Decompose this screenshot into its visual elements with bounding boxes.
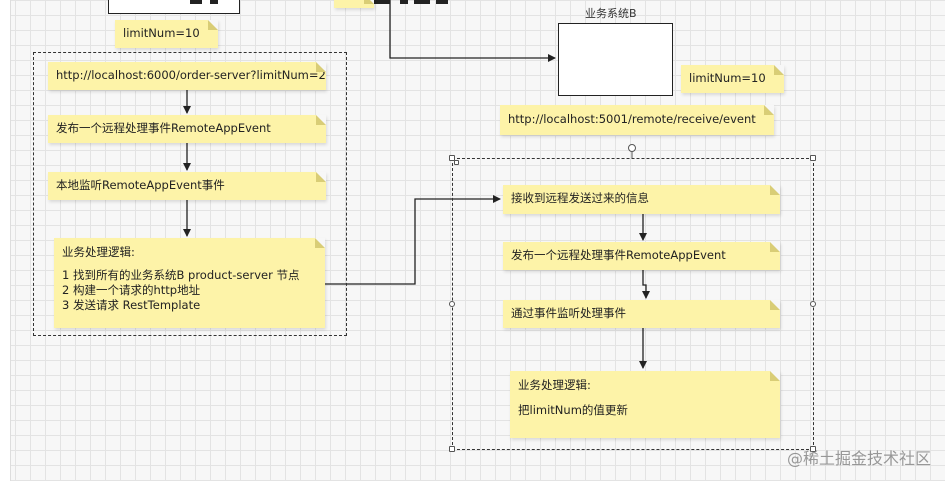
selection-handle[interactable] — [449, 301, 455, 307]
selection-handle[interactable] — [449, 155, 455, 161]
system-b-box[interactable] — [558, 23, 673, 96]
logic-b-title: 业务处理逻辑: — [518, 378, 591, 392]
toolbar-fragment — [190, 0, 202, 4]
selection-handle[interactable] — [454, 160, 459, 165]
logic-a-step: 2 构建一个请求的http地址 — [62, 283, 201, 297]
note-fragment-top[interactable] — [334, 0, 374, 8]
rotate-handle[interactable] — [628, 144, 636, 152]
toolbar-fragment — [436, 0, 448, 4]
system-a-box-partial[interactable] — [108, 0, 240, 14]
arrow-top-to-system-b — [389, 0, 556, 62]
logic-a-step: 1 找到所有的业务系统B product-server 节点 — [62, 268, 300, 282]
note-listen-local[interactable]: 本地监听RemoteAppEvent事件 — [48, 172, 326, 200]
toolbar-fragment — [210, 0, 218, 4]
note-publish-a[interactable]: 发布一个远程处理事件RemoteAppEvent — [48, 115, 326, 143]
system-b-label: 业务系统B — [585, 7, 637, 20]
logic-a-title: 业务处理逻辑: — [62, 245, 135, 259]
arrow-publish-to-listen-b — [642, 270, 650, 299]
toolbar-fragment — [414, 0, 430, 4]
note-listen-b[interactable]: 通过事件监听处理事件 — [503, 300, 780, 328]
selection-handle[interactable] — [810, 301, 816, 307]
note-logic-b[interactable]: 业务处理逻辑: 把limitNum的值更新 — [510, 371, 780, 438]
system-a-flow-group[interactable] — [33, 52, 347, 336]
note-receive-b[interactable]: 接收到远程发送过来的信息 — [503, 185, 780, 214]
note-url-a[interactable]: http://localhost:6000/order-server?limit… — [48, 62, 326, 90]
selection-handle[interactable] — [449, 446, 455, 452]
logic-a-step: 3 发送请求 RestTemplate — [62, 298, 201, 312]
canvas-left-edge — [0, 0, 11, 481]
note-top-limit[interactable]: limitNum=10 — [115, 20, 218, 48]
note-logic-a[interactable]: 业务处理逻辑: 1 找到所有的业务系统B product-server 节点 2… — [54, 238, 325, 328]
toolbar-fragment — [400, 0, 408, 4]
selection-handle[interactable] — [810, 155, 816, 161]
watermark: @稀土掘金技术社区 — [786, 449, 931, 468]
note-limit-b[interactable]: limitNum=10 — [681, 65, 784, 93]
logic-b-body: 把limitNum的值更新 — [518, 403, 628, 417]
toolbar-fragment — [374, 0, 390, 4]
note-url-b[interactable]: http://localhost:5001/remote/receive/eve… — [500, 105, 774, 135]
note-publish-b[interactable]: 发布一个远程处理事件RemoteAppEvent — [503, 242, 780, 270]
selection-handle[interactable] — [810, 446, 816, 452]
arrow-logic-a-to-receive-b — [325, 195, 501, 285]
